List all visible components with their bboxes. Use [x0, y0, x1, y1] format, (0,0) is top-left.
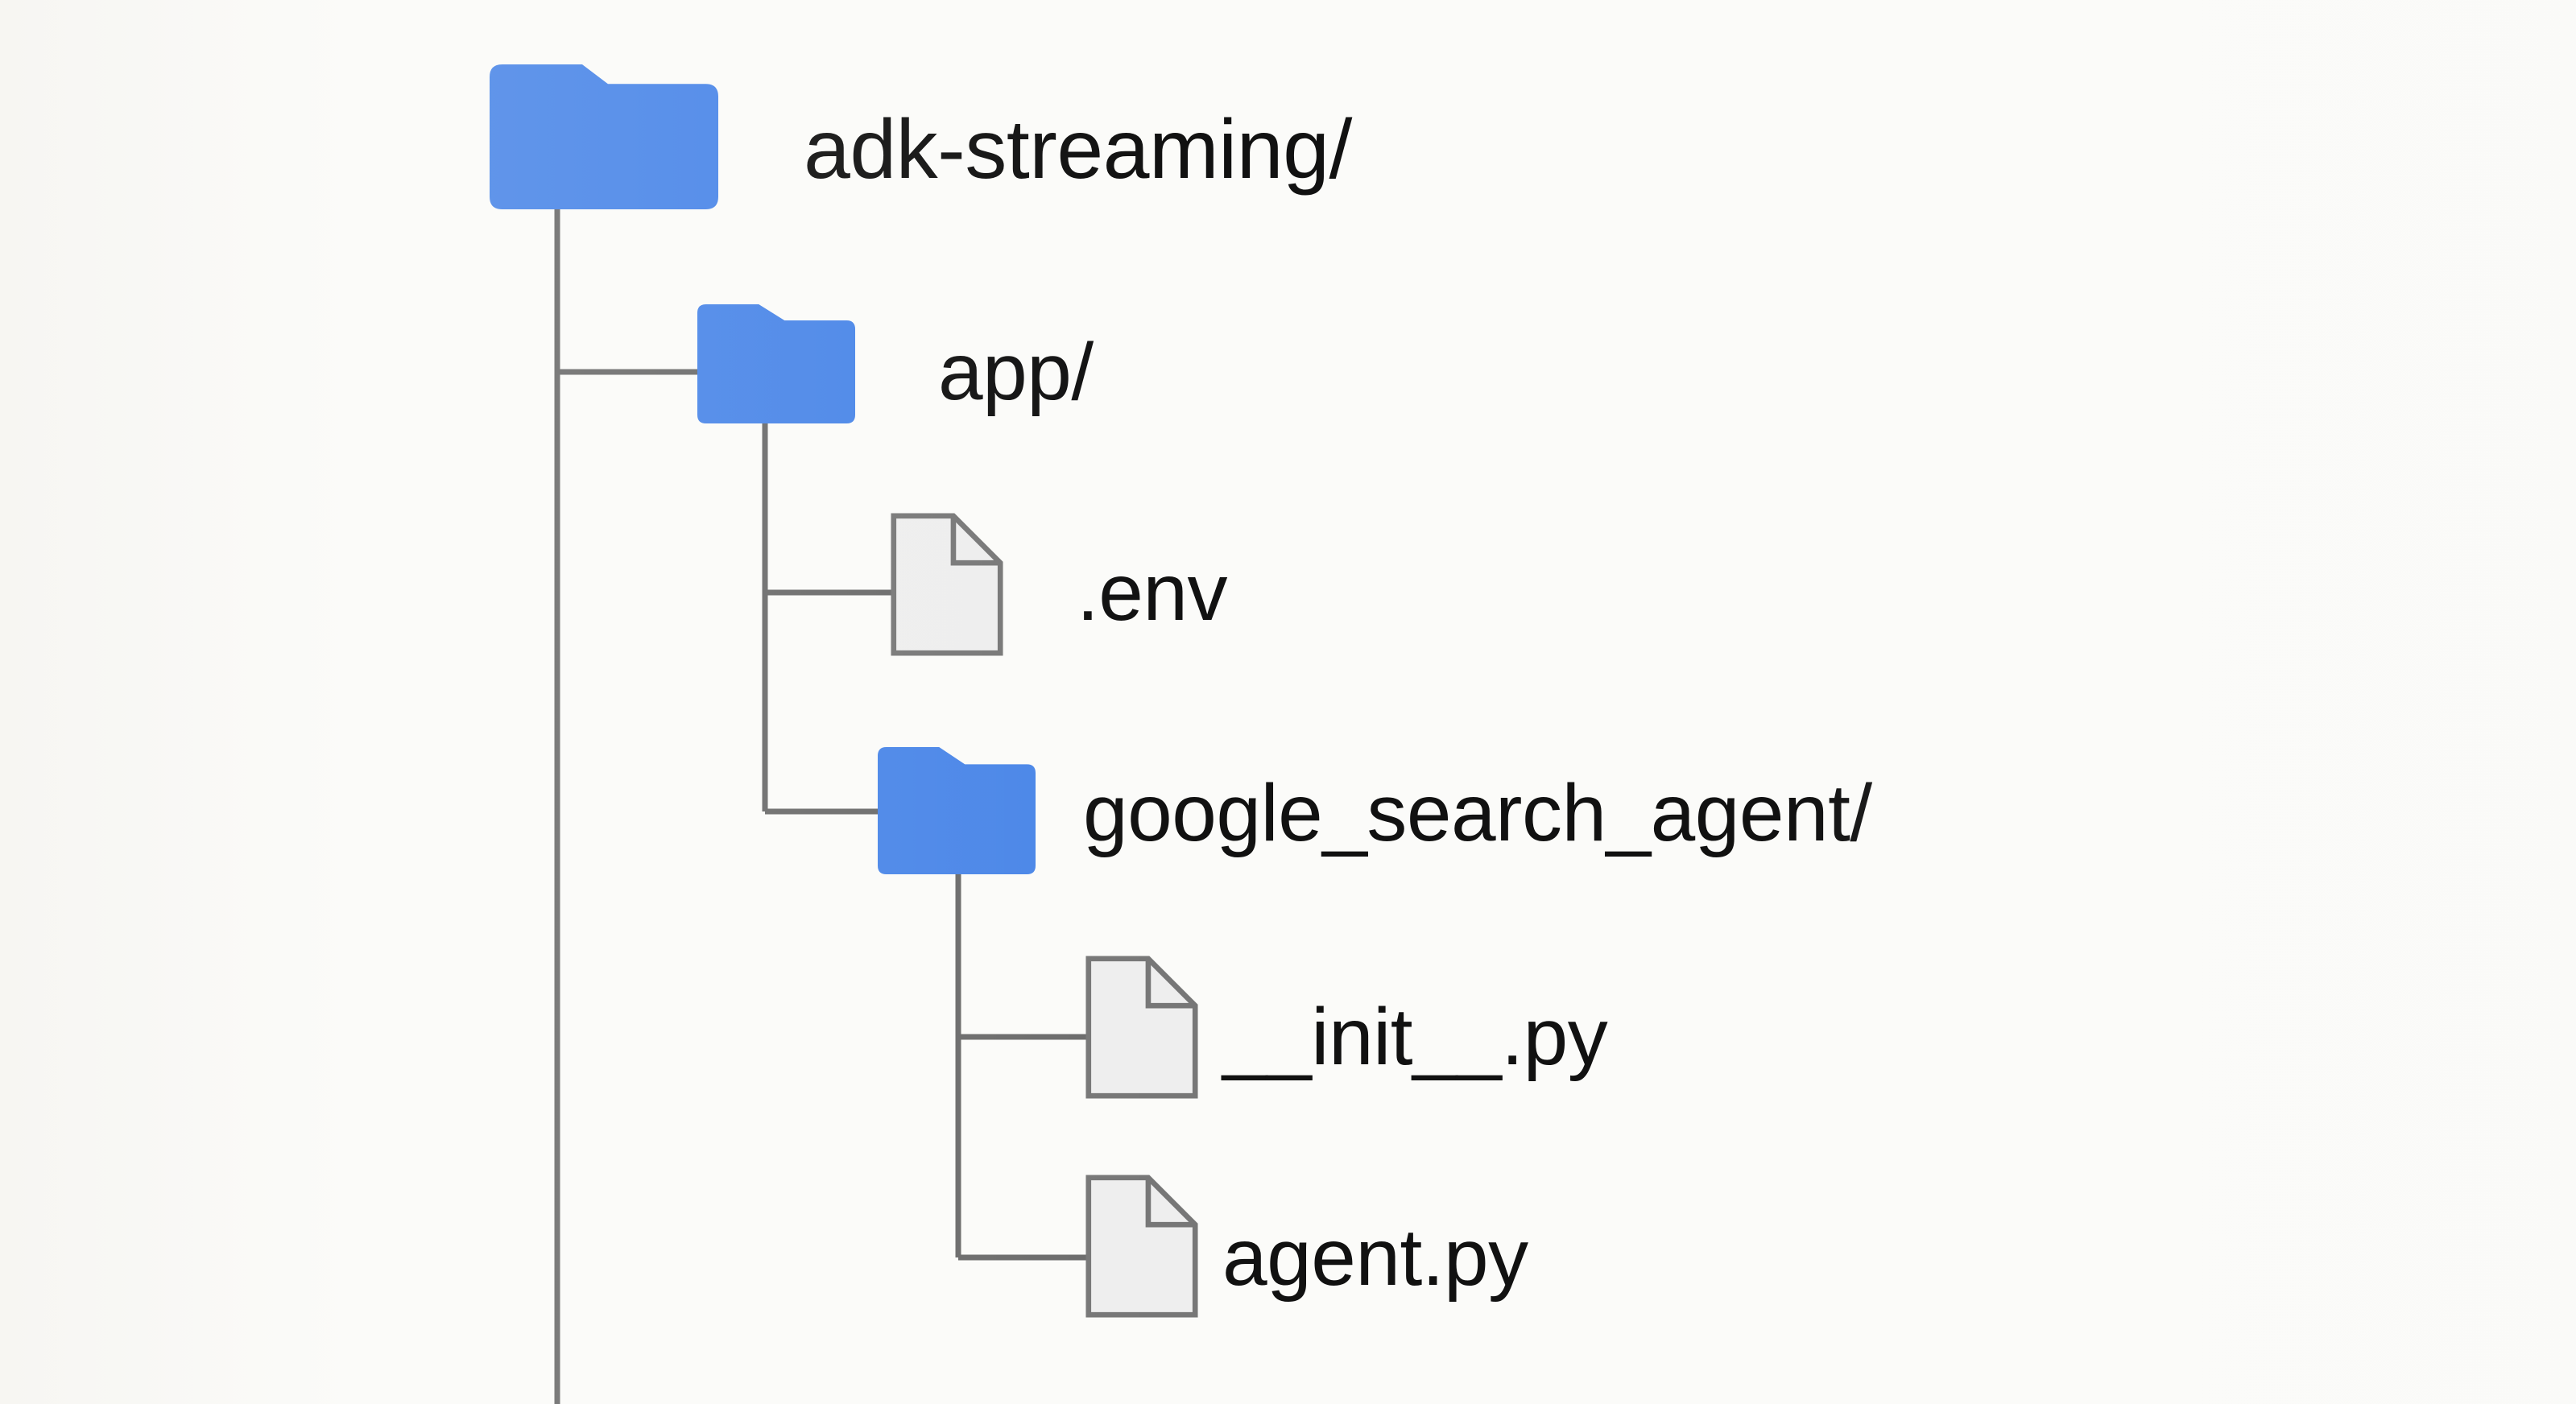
file-icon-agent_py[interactable]	[1085, 1174, 1198, 1319]
node-label-init_py[interactable]: __init__.py	[1222, 992, 1608, 1082]
file-icon-env[interactable]	[891, 512, 1003, 657]
node-label-app[interactable]: app/	[938, 327, 1094, 417]
folder-icon-app[interactable]	[697, 304, 855, 423]
folder-icon-root[interactable]	[490, 64, 718, 209]
node-label-agent_py[interactable]: agent.py	[1222, 1212, 1528, 1303]
node-label-root[interactable]: adk-streaming/	[804, 103, 1352, 196]
node-label-env[interactable]: .env	[1077, 547, 1228, 638]
file-icon-init_py[interactable]	[1085, 955, 1198, 1100]
folder-icon-google_search_agent[interactable]	[878, 747, 1036, 874]
node-label-google_search_agent[interactable]: google_search_agent/	[1083, 768, 1872, 858]
